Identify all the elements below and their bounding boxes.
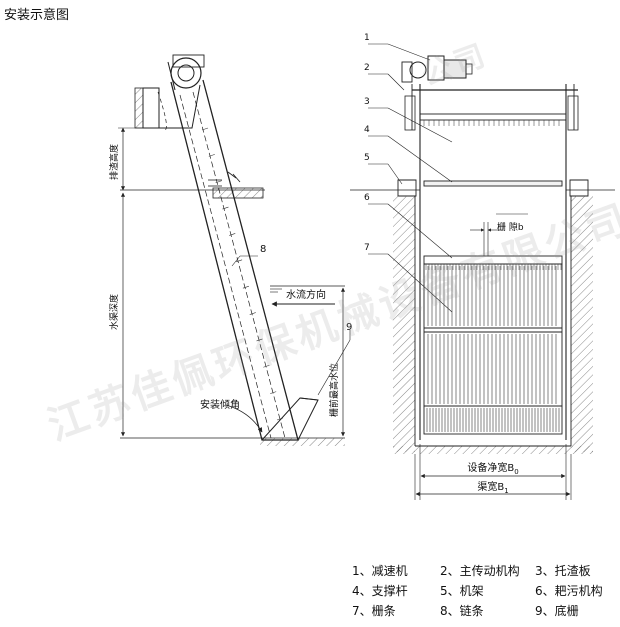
drawing-line (235, 259, 243, 263)
drawing-line (270, 391, 277, 394)
drawing-line (215, 180, 222, 184)
channel-width-label: 渠宽B1 (477, 480, 508, 495)
equip-width-label: 设备净宽B0 (467, 461, 518, 476)
page-title: 安装示意图 (4, 8, 70, 23)
grid-max-level-label: 栅前最高水位 (328, 363, 340, 417)
drawing-line (201, 127, 209, 131)
grid-bars (427, 266, 557, 404)
water-depth-label: 水渠深度 (108, 294, 120, 330)
discharge-height-label: 排渣高度 (108, 144, 120, 180)
gap-label: 栅 隙b (497, 221, 524, 233)
drawing-line (229, 233, 236, 236)
callout-5: 5 (364, 153, 370, 163)
callout-2: 2 (364, 63, 370, 73)
bottom-grid-bars (426, 408, 560, 432)
drawing-line (263, 364, 270, 368)
callout-4: 4 (364, 125, 370, 135)
callout-7: 7 (364, 243, 370, 253)
callout-9: 9 (346, 322, 352, 333)
drawing-line (276, 417, 284, 421)
legend-item: 3、托渣板 (535, 564, 591, 578)
legend-item: 4、支撑杆 (352, 584, 408, 598)
drawing-line (249, 312, 256, 315)
legend-item: 1、减速机 (352, 564, 408, 578)
chain-ticks (201, 127, 284, 421)
callout-1: 1 (364, 33, 370, 43)
drawing-line (242, 285, 250, 289)
legend-item: 8、链条 (440, 604, 484, 618)
legend-item: 7、栅条 (352, 604, 396, 618)
parts-legend: 1、减速机 2、主传动机构 3、托渣板 4、支撑杆 5、机架 6、耙污机构 7、… (352, 562, 620, 619)
front-view (350, 43, 615, 500)
flow-direction-label: 水流方向 (286, 288, 326, 301)
install-angle-label: 安装倾角 (200, 398, 240, 411)
drawing-line (208, 154, 215, 157)
callout-6: 6 (364, 193, 370, 203)
legend-item: 5、机架 (440, 584, 484, 598)
drawing-line (256, 338, 263, 342)
callout-8: 8 (260, 244, 266, 255)
legend-item: 9、底栅 (535, 604, 579, 618)
side-view (118, 54, 351, 446)
legend-item: 2、主传动机构 (440, 564, 520, 578)
drawing-line (222, 206, 229, 210)
callout-3: 3 (364, 97, 370, 107)
rake-teeth (425, 264, 562, 270)
scraper-teeth (423, 120, 560, 126)
legend-item: 6、耙污机构 (535, 584, 603, 598)
